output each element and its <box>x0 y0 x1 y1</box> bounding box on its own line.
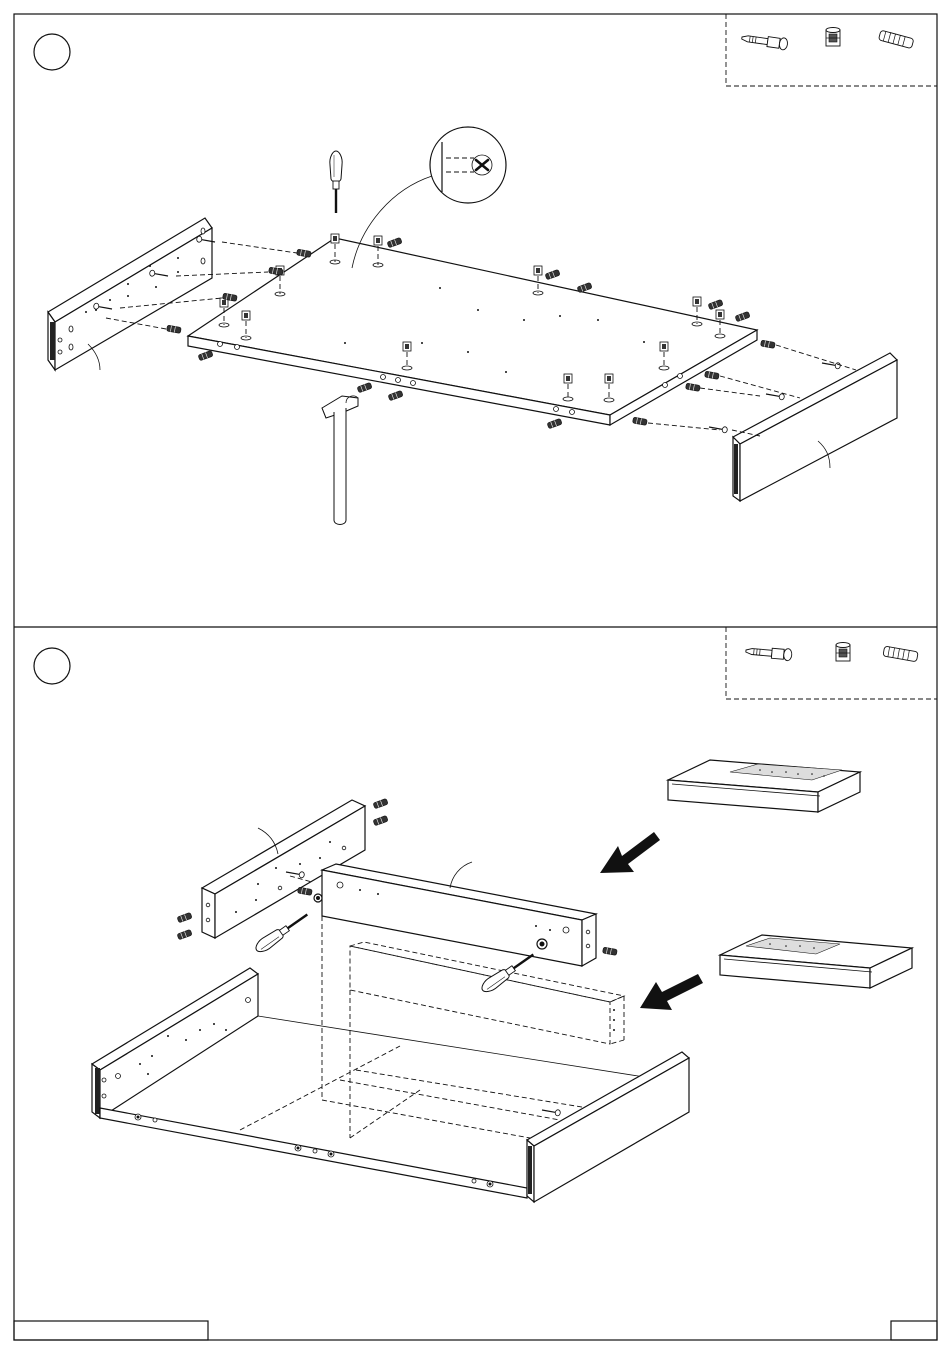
cam-lock-icon <box>826 28 840 47</box>
page-border <box>14 14 937 1340</box>
step-number-circle <box>34 648 70 684</box>
step-number-circle <box>34 34 70 70</box>
drawer-right-side <box>527 1052 689 1202</box>
insert-arrow-upper <box>600 832 660 873</box>
wood-dowel-icon <box>878 30 913 48</box>
drawer-bottom-rail <box>100 1108 527 1198</box>
insert-arrow-lower <box>640 974 703 1010</box>
drawer-bottom-dashed <box>240 1046 600 1138</box>
cam-bolt-icon <box>745 645 792 661</box>
page-number-box <box>891 1321 937 1340</box>
parts-box <box>726 14 937 86</box>
parts-box <box>726 627 937 699</box>
footer <box>14 1321 937 1340</box>
bottom-panel <box>188 238 757 425</box>
screwdriver-icon <box>330 151 342 213</box>
screwdriver-icon <box>253 909 311 955</box>
footer-left-box <box>14 1321 208 1340</box>
cam-bolt-icon <box>741 32 788 50</box>
screwdriver-icon <box>479 949 537 995</box>
front-panel-reference <box>668 760 860 812</box>
drawer-left-side <box>92 968 676 1118</box>
step-2 <box>34 627 937 1202</box>
step-1 <box>34 14 937 525</box>
hammer-icon <box>322 396 358 525</box>
front-rail <box>297 862 617 966</box>
cam-lock-icon <box>836 643 850 662</box>
back-panel-reference <box>720 935 912 988</box>
wood-dowel-icon <box>883 646 918 662</box>
